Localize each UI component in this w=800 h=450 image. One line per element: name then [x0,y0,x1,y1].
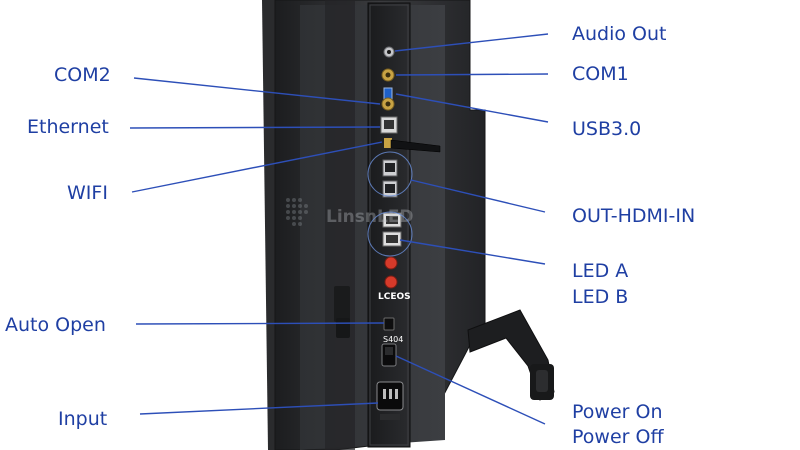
power-switch-rocker [385,347,393,355]
ac-pin-mid [389,389,392,399]
label-com1: COM1 [572,63,629,85]
wifi-antenna-base [384,138,392,148]
led-highlight-circle [367,211,413,257]
leader-line-out-hdmi-in [410,179,546,213]
ac-fuse-holder [380,414,400,420]
com2-port-pin [385,101,391,107]
led-a-port-opening [386,216,398,224]
left-frame-edge [262,0,275,450]
stand-clamp-knob [536,370,548,392]
label-led-a: LED A [572,260,629,282]
label-out-hdmi-in: OUT-HDMI-IN [572,205,696,227]
leader-line-power [395,355,546,425]
audio-out-jack-hole [387,50,391,54]
leader-line-com1 [395,73,549,76]
ethernet-port-opening [384,120,394,129]
label-input: Input [58,408,108,430]
ac-pin-left [383,389,386,399]
leader-line-ethernet [129,126,381,129]
hdmi-highlight-circle [367,151,413,197]
red-connector-upper [384,256,398,270]
label-usb30: USB3.0 [572,118,642,140]
watermark-dot-logo [286,198,308,226]
leader-line-audio-out [394,33,549,52]
leader-line-input [139,402,379,415]
com1-port-pin [385,72,391,78]
model-label: S404 [383,335,403,344]
leader-line-auto-open [135,322,385,325]
leader-line-com2 [133,77,381,105]
ac-pin-right [395,389,398,399]
label-ethernet: Ethernet [27,116,109,138]
label-audio-out: Audio Out [572,23,667,45]
label-power-off: Power Off [572,426,664,448]
leader-line-led [399,239,546,265]
side-bracket-lower [336,318,350,338]
label-com2: COM2 [54,64,111,86]
side-bracket-upper [334,286,350,322]
red-connector-lower [384,275,398,289]
wifi-antenna [390,139,441,153]
leader-line-wifi [131,141,383,193]
label-wifi: WIFI [67,182,108,204]
auto-open-switch [383,317,395,331]
controller-label: LCEOS [378,292,411,302]
led-b-port-opening [386,235,398,243]
leader-line-usb30 [395,93,549,123]
label-led-b: LED B [572,286,629,308]
hdmi-out-port-opening [385,163,395,172]
brand-watermark: LinsnLED [326,207,414,227]
hdmi-in-port-opening [385,184,395,193]
label-power-on: Power On [572,401,663,423]
side-rail [325,0,355,450]
label-auto-open: Auto Open [5,314,106,336]
